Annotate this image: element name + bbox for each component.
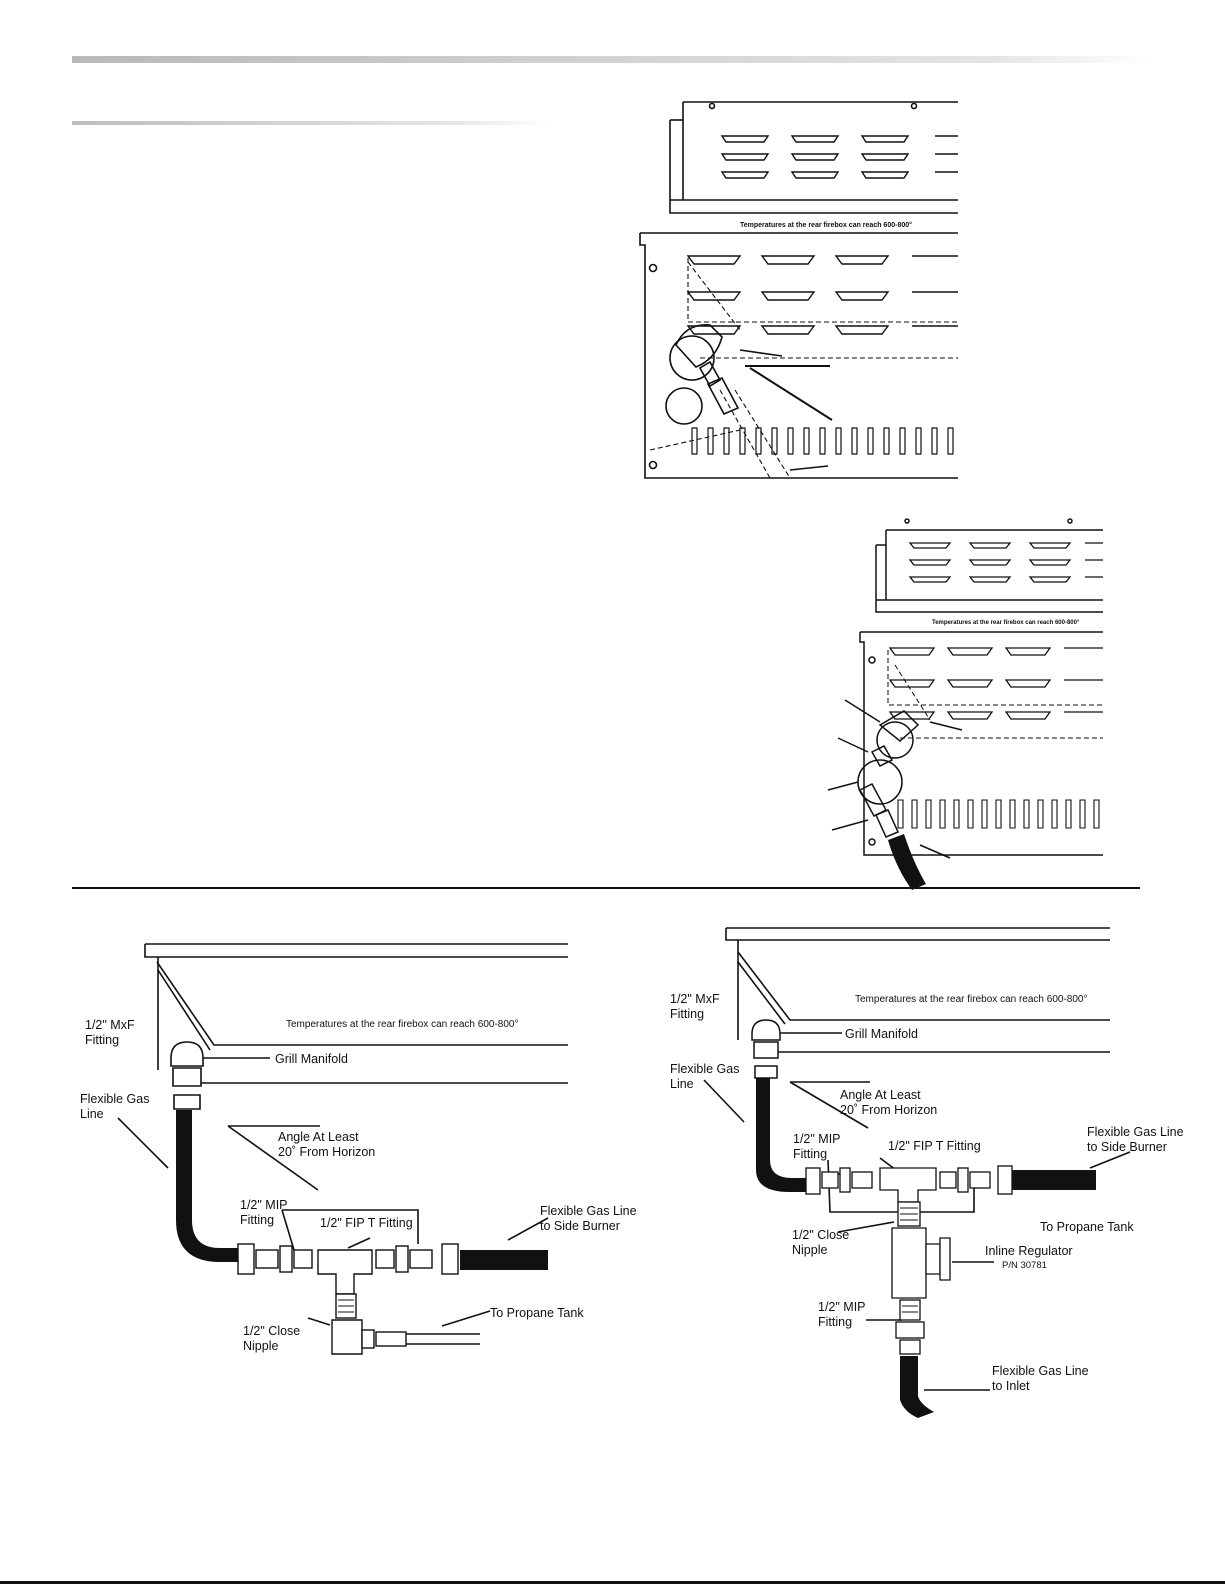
diagram-right-label-grill-manifold: Grill Manifold xyxy=(845,1027,918,1041)
section-underline xyxy=(72,121,552,125)
diagram-left-label-angle: Angle At Least 20˚ From Horizon xyxy=(278,1130,376,1159)
diagram-left-label-flexible-gas-line: Flexible Gas Line xyxy=(80,1092,150,1121)
diagram-right-label-mip-fitting: 1/2" MIP Fitting xyxy=(793,1132,841,1161)
diagram-left-label-to-propane: To Propane Tank xyxy=(490,1306,584,1320)
diagram-right-label-flexible-gas-line: Flexible Gas Line xyxy=(670,1062,740,1091)
diagram-right-label-part-number: P/N 30781 xyxy=(1002,1260,1047,1271)
diagram-left-label-fip-t-fitting: 1/2" FIP T Fitting xyxy=(320,1216,413,1230)
diagram-left-label-mxf-fitting: 1/2" MxF Fitting xyxy=(85,1018,135,1047)
diagram-right-label-inline-regulator: Inline Regulator xyxy=(985,1244,1073,1258)
diagram-middle-grill-rear: Temperatures at the rear firebox can rea… xyxy=(827,518,1103,890)
diagram-left-warning: Temperatures at the rear firebox can rea… xyxy=(286,1019,519,1030)
diagram-middle-warning: Temperatures at the rear firebox can rea… xyxy=(932,620,1080,626)
diagram-right-label-mip-fitting-lower: 1/2" MIP Fitting xyxy=(818,1300,866,1329)
section-divider xyxy=(72,887,1140,889)
diagram-right-label-to-propane: To Propane Tank xyxy=(1040,1220,1134,1234)
diagram-left-label-flex-side-burner: Flexible Gas Line to Side Burner xyxy=(540,1204,637,1233)
diagram-right-warning: Temperatures at the rear firebox can rea… xyxy=(855,994,1088,1005)
diagram-right-label-flex-inlet: Flexible Gas Line to Inlet xyxy=(992,1364,1089,1393)
diagram-right-label-angle: Angle At Least 20˚ From Horizon xyxy=(840,1088,938,1117)
diagram-right-label-close-nipple: 1/2" Close Nipple xyxy=(792,1228,850,1257)
diagram-left-label-mip-fitting: 1/2" MIP Fitting xyxy=(240,1198,288,1227)
diagram-right-label-mxf-fitting: 1/2" MxF Fitting xyxy=(670,992,720,1021)
diagram-top-warning: Temperatures at the rear firebox can rea… xyxy=(740,222,912,229)
footer-rule xyxy=(0,1581,1225,1584)
diagram-right-label-fip-t-fitting: 1/2" FIP T Fitting xyxy=(888,1139,981,1153)
header-bar xyxy=(72,56,1152,63)
diagram-right-label-flex-side-burner: Flexible Gas Line to Side Burner xyxy=(1087,1125,1184,1154)
diagram-left-label-grill-manifold: Grill Manifold xyxy=(275,1052,348,1066)
diagram-top-drawing xyxy=(639,101,958,479)
diagram-middle-drawing xyxy=(827,518,1103,890)
diagram-top-grill-rear: Temperatures at the rear firebox can rea… xyxy=(0,0,1225,500)
diagram-left-label-close-nipple: 1/2" Close Nipple xyxy=(243,1324,301,1353)
